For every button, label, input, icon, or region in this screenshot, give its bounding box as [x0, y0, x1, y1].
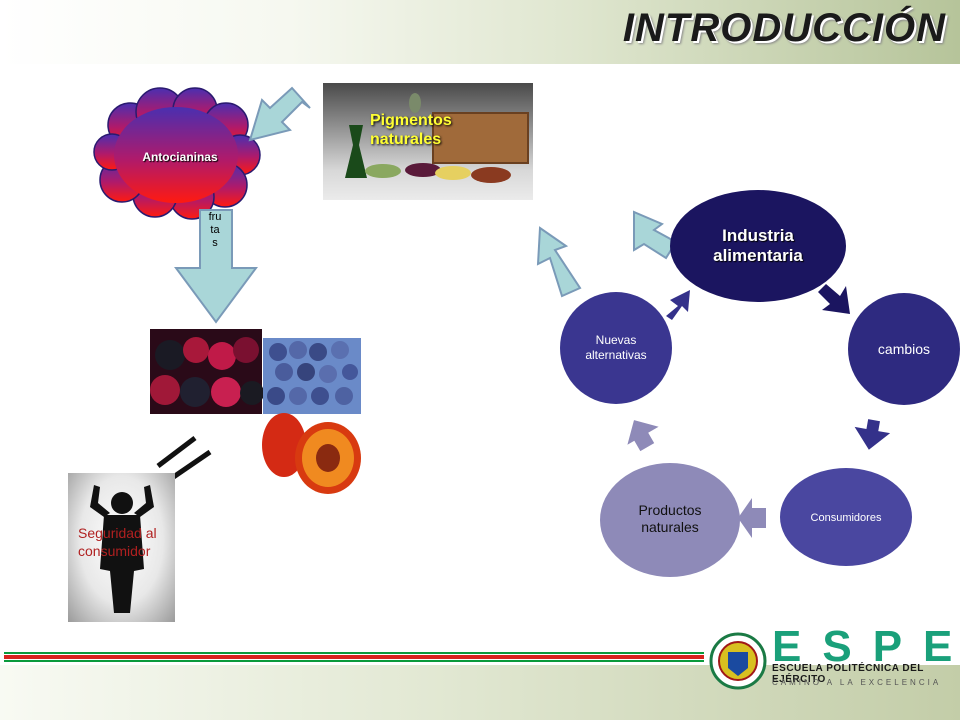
antocianinas-label: Antocianinas [142, 150, 218, 164]
frutas-label: frutas [208, 211, 222, 249]
seguridad-consumidor-label: Seguridad al consumidor [78, 525, 157, 559]
node-productos-naturales [600, 463, 740, 577]
pigmentos-photo [323, 83, 533, 200]
productos-naturales-label: Productos naturales [638, 502, 702, 535]
arrow-pigmentos-to-cloud [248, 86, 311, 142]
antocianinas-cloud [93, 87, 261, 220]
cycle-arrow-consumidores-to-productos [738, 498, 766, 538]
bowl-green-pigment [365, 164, 401, 178]
cycle-arrow-cambios-to-consumidores [854, 419, 891, 450]
person-silhouette-photo [68, 473, 175, 622]
node-industria-alimentaria [670, 190, 846, 302]
footer-stripe-red [4, 655, 704, 659]
espe-motto: CAMINO A LA EXCELENCIA [772, 678, 942, 687]
cycle-arrow-center-to-cambios [818, 284, 850, 314]
frutas-down-arrow [174, 209, 258, 324]
cycle-arrow-productos-to-nuevas [627, 420, 659, 452]
industria-alimentaria-label: Industria alimentaria [713, 226, 803, 265]
header-band [0, 0, 960, 64]
bottle-green-icon [345, 125, 367, 178]
footer-stripe-green [4, 652, 704, 654]
bottle-clear-icon [409, 93, 421, 113]
bowl-yellow-pigment [435, 166, 471, 180]
node-cambios [848, 293, 960, 405]
blueberries-photo [263, 338, 361, 414]
cycle-arrow-nuevas-to-center [666, 290, 690, 320]
node-consumidores [780, 468, 912, 566]
consumidores-label: Consumidores [810, 512, 882, 524]
blackberries-photo [150, 329, 264, 414]
espe-logo-letters: ESPE [772, 622, 960, 671]
equals-sign [156, 436, 212, 481]
nuevas-alternativas-label: Nuevas alternativas [585, 333, 647, 362]
espe-emblem-icon [709, 632, 767, 690]
node-nuevas-alternativas [560, 292, 672, 404]
wooden-box [432, 112, 529, 164]
footer-band [0, 665, 960, 720]
cambios-label: cambios [877, 341, 931, 357]
bowl-purple-pigment [405, 163, 441, 177]
page-title: INTRODUCCIÓN [622, 6, 946, 50]
footer-stripe-green-2 [4, 660, 704, 662]
pigmentos-label: Pigmentos naturales [370, 112, 452, 148]
arrow-cycle-to-pigmentos [536, 226, 582, 298]
tamarillo-photo [262, 413, 365, 500]
espe-institution-name: ESCUELA POLITÉCNICA DEL EJÉRCITO [772, 663, 924, 685]
bowl-red-pigment [471, 167, 511, 183]
arrow-into-industria [633, 210, 678, 260]
